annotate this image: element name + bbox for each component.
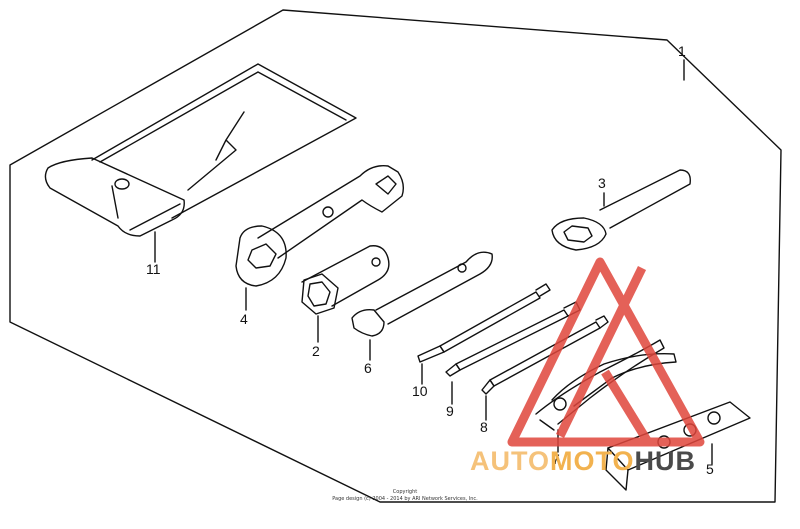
callout-7: 7: [552, 451, 560, 467]
copyright-footer: Copyright Page design (c) 2004 - 2014 by…: [300, 489, 510, 503]
flat-screwdriver: [417, 283, 551, 385]
combination-wrench: [235, 165, 405, 311]
box-spanner: [301, 245, 390, 343]
callout-11: 11: [146, 261, 161, 277]
callout-5: 5: [706, 461, 714, 477]
watermark-part-moto: MOTO: [550, 446, 635, 476]
callout-4: 4: [240, 311, 248, 327]
callout-10: 10: [412, 383, 428, 399]
copyright-line-1: Copyright: [392, 489, 418, 495]
callout-2: 2: [312, 343, 320, 359]
callout-8: 8: [480, 419, 488, 435]
watermark-triangle: [507, 257, 705, 447]
callout-1: 1: [678, 43, 686, 59]
pin-spanner: [551, 169, 691, 251]
watermark-part-auto: AUTO: [470, 446, 551, 476]
callout-3: 3: [598, 175, 606, 191]
callout-9: 9: [446, 403, 454, 419]
frame-outline: [9, 9, 782, 503]
watermark-part-hub: HUB: [634, 446, 697, 476]
copyright-line-2: Page design (c) 2004 - 2014 by ARI Netwo…: [332, 496, 478, 502]
callout-6: 6: [364, 360, 372, 376]
tool-pouch: [44, 63, 357, 263]
open-end-wrench: [351, 251, 493, 361]
watermark-logo: AUTOMOTOHUB: [470, 446, 800, 476]
